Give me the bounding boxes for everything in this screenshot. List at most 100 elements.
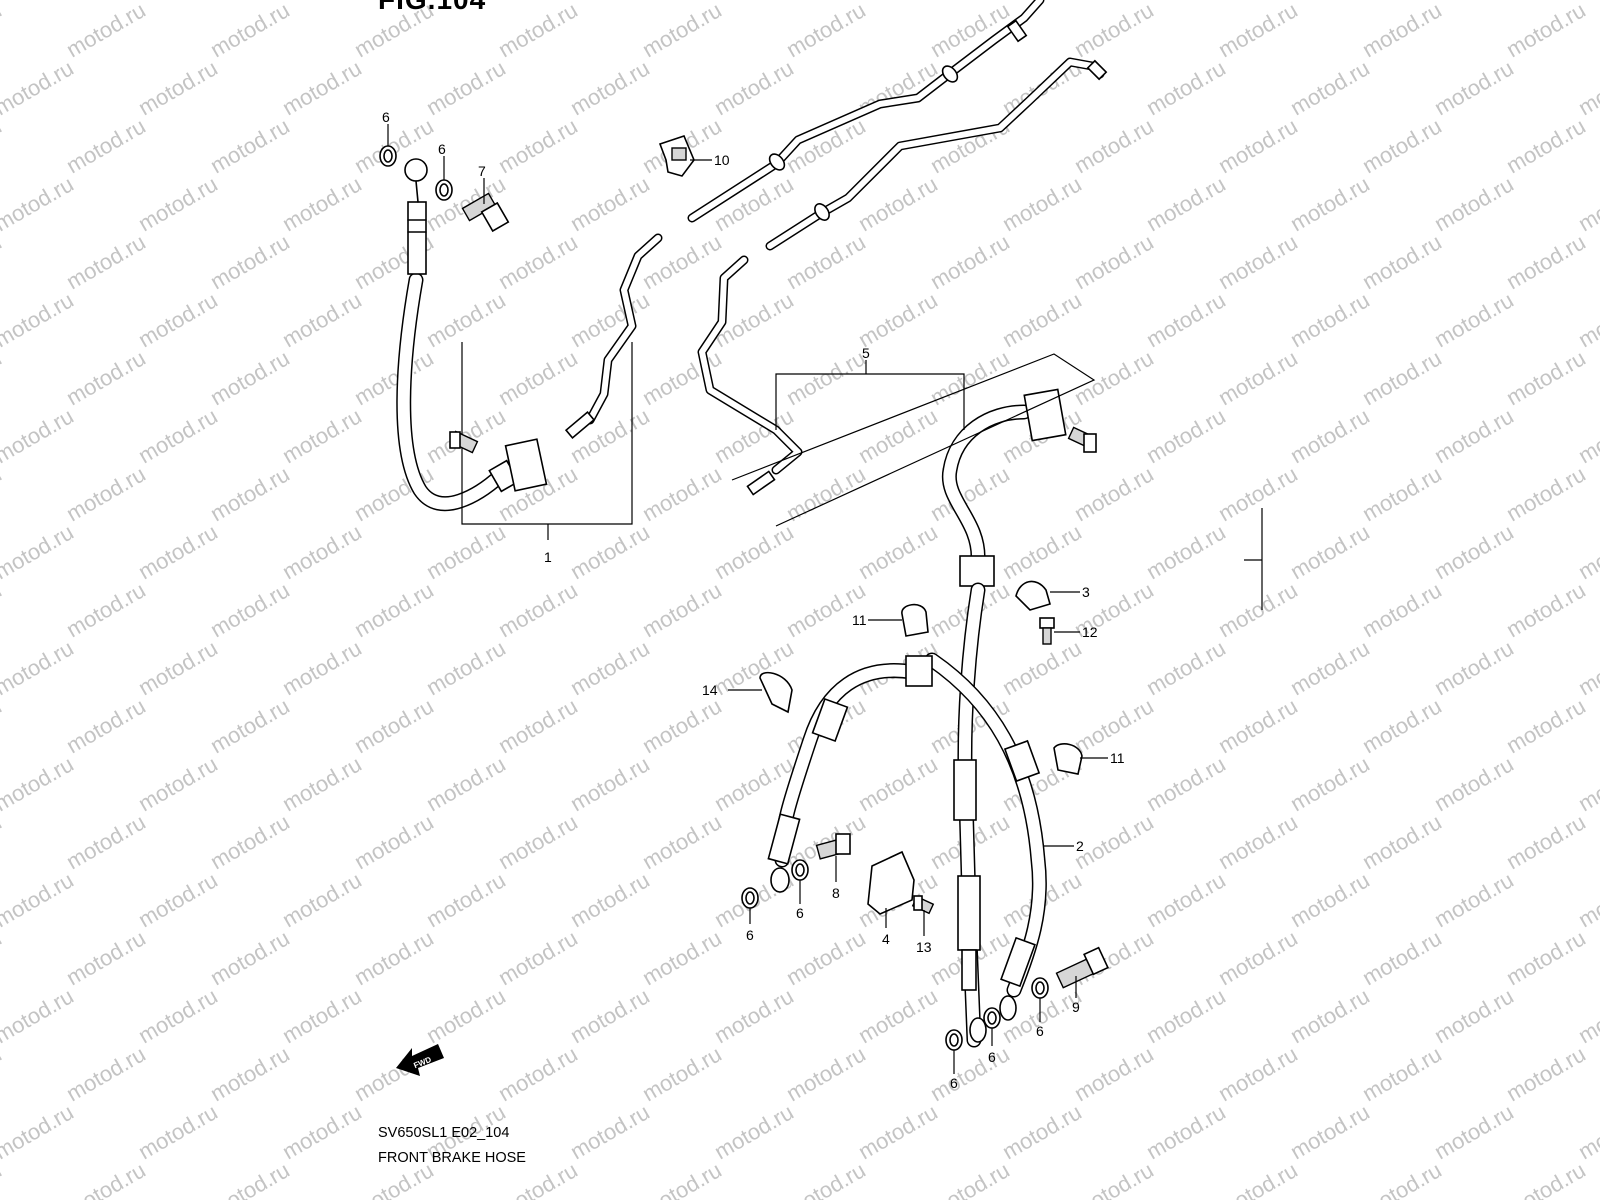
page-edge-mark (1244, 508, 1263, 610)
watermark-text: motod.ru (206, 925, 294, 990)
watermark-text: motod.ru (566, 287, 654, 352)
watermark-text: motod.ru (1574, 0, 1600, 4)
watermark-text: motod.ru (1430, 867, 1518, 932)
watermark-text: motod.ru (782, 577, 870, 642)
callout-12: 12 (1082, 624, 1098, 640)
watermark-text: motod.ru (854, 403, 942, 468)
watermark-text: motod.ru (134, 171, 222, 236)
watermark-text: motod.ru (1142, 1099, 1230, 1164)
watermark-text: motod.ru (1286, 983, 1374, 1048)
watermark-text: motod.ru (494, 1041, 582, 1106)
watermark-text: motod.ru (0, 751, 78, 816)
watermark-text: motod.ru (62, 461, 150, 526)
watermark-text: motod.ru (1502, 113, 1590, 178)
watermark-text: motod.ru (134, 519, 222, 584)
watermark-text: motod.ru (998, 1099, 1086, 1164)
callout-4: 4 (882, 931, 890, 947)
watermark-text: motod.ru (1502, 1157, 1590, 1200)
watermark-text: motod.ru (1574, 403, 1600, 468)
watermark-text: motod.ru (1214, 229, 1302, 294)
watermark-text: motod.ru (0, 0, 78, 4)
watermark-text: motod.ru (422, 635, 510, 700)
watermark-text: motod.ru (134, 751, 222, 816)
bolt-12 (1039, 617, 1055, 645)
watermark-text: motod.ru (1286, 635, 1374, 700)
watermark-text: motod.ru (1214, 0, 1302, 62)
watermark-text: motod.ru (0, 1041, 6, 1106)
watermark-text: motod.ru (206, 113, 294, 178)
watermark-text: motod.ru (1430, 403, 1518, 468)
watermark-text: motod.ru (1430, 751, 1518, 816)
watermark-text: motod.ru (206, 0, 294, 62)
watermark-text: motod.ru (278, 1099, 366, 1164)
watermark-text: motod.ru (1214, 925, 1302, 990)
watermark-text: motod.ru (494, 113, 582, 178)
watermark-text: motod.ru (62, 1157, 150, 1200)
watermark-text: motod.ru (206, 809, 294, 874)
watermark-text: motod.ru (1142, 403, 1230, 468)
watermark-text: motod.ru (278, 519, 366, 584)
watermark-text: motod.ru (782, 1041, 870, 1106)
watermark-text: motod.ru (0, 229, 6, 294)
watermark-text: motod.ru (0, 461, 6, 526)
watermark-text: motod.ru (278, 983, 366, 1048)
watermark-text: motod.ru (1574, 55, 1600, 120)
watermark-text: motod.ru (62, 925, 150, 990)
watermark-text: motod.ru (710, 519, 798, 584)
watermark-text: motod.ru (494, 925, 582, 990)
watermark-text: motod.ru (494, 693, 582, 758)
watermark-text: motod.ru (1286, 403, 1374, 468)
banjo-bolt-7 (461, 192, 510, 233)
callout-6: 6 (950, 1075, 958, 1091)
callout-11: 11 (852, 612, 867, 628)
watermark-text: motod.ru (1142, 867, 1230, 932)
watermark-text: motod.ru (1502, 693, 1590, 758)
washer-6-lower-b (791, 859, 809, 881)
watermark-text: motod.ru (1502, 229, 1590, 294)
watermark-text: motod.ru (566, 1099, 654, 1164)
watermark-text: motod.ru (350, 577, 438, 642)
watermark-text: motod.ru (278, 287, 366, 352)
watermark-text: motod.ru (1214, 1041, 1302, 1106)
watermark-text: motod.ru (0, 287, 78, 352)
brake-hose-2 (767, 582, 1047, 1048)
watermark-text: motod.ru (638, 0, 726, 62)
callout-1: 1 (544, 549, 552, 565)
callout-labels: 6 6 7 10 1 5 3 12 11 14 11 2 8 4 13 9 6 … (382, 109, 1125, 1091)
watermark-text: motod.ru (1574, 1099, 1600, 1164)
callout-2: 2 (1076, 838, 1084, 854)
watermark-text: motod.ru (278, 403, 366, 468)
watermark-text: motod.ru (350, 345, 438, 410)
callout-10: 10 (714, 152, 730, 168)
watermark-text: motod.ru (1286, 55, 1374, 120)
callout-6: 6 (746, 927, 754, 943)
watermark-text: motod.ru (206, 693, 294, 758)
clamp-11-lower (1053, 743, 1083, 775)
callout-13: 13 (916, 939, 932, 955)
watermark-text: motod.ru (350, 809, 438, 874)
watermark-text: motod.ru (1142, 55, 1230, 120)
watermark-text: motod.ru (0, 809, 6, 874)
watermark-text: motod.ru (1214, 577, 1302, 642)
watermark-text: motod.ru (134, 0, 222, 4)
watermark-text: motod.ru (1574, 635, 1600, 700)
watermark-text: motod.ru (350, 925, 438, 990)
watermark-text: motod.ru (1430, 171, 1518, 236)
watermark-text: motod.ru (1574, 983, 1600, 1048)
callout-6: 6 (382, 109, 390, 125)
watermark-text: motod.ru (0, 171, 78, 236)
watermark-text: motod.ru (1286, 519, 1374, 584)
watermark-text: motod.ru (1502, 809, 1590, 874)
watermark-text: motod.ru (0, 55, 78, 120)
watermark-text: motod.ru (206, 1157, 294, 1200)
watermark-text: motod.ru (1142, 0, 1230, 4)
washer-6-lower-c (945, 1029, 963, 1051)
watermark-text: motod.ru (854, 519, 942, 584)
watermark-text: motod.ru (0, 925, 6, 990)
watermark-text: motod.ru (278, 751, 366, 816)
watermark-text: motod.ru (206, 229, 294, 294)
watermark-text: motod.ru (422, 55, 510, 120)
watermark-text: motod.ru (1430, 635, 1518, 700)
watermark-text: motod.ru (1574, 171, 1600, 236)
